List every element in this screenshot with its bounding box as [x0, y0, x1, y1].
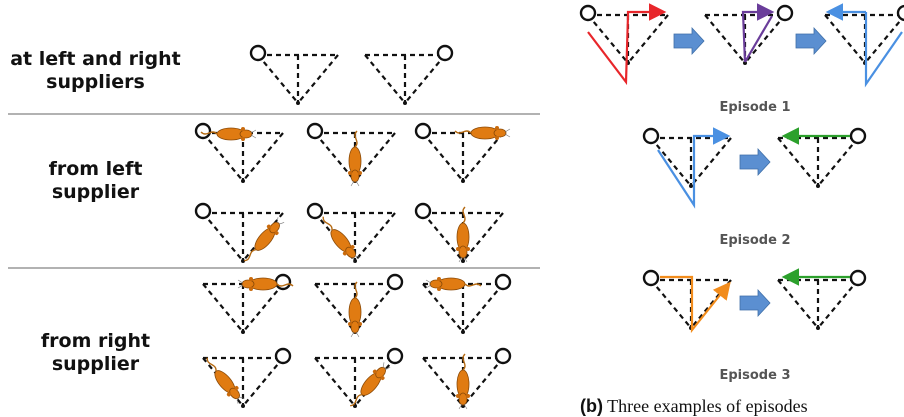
episode1-path-red-top — [626, 3, 667, 21]
row-label-both: at left and right suppliers — [8, 48, 183, 94]
caption-text: Three examples of episodes — [607, 396, 808, 416]
episode-label-3: Episode 3 — [719, 368, 791, 383]
row-label-left-line1: from left — [48, 158, 143, 180]
episode2-block-arrow — [739, 148, 771, 176]
maze-left-5 — [306, 202, 397, 266]
episode1-path-red — [587, 14, 630, 86]
maze-left-2 — [306, 122, 397, 187]
episode2-maze-2 — [776, 127, 867, 190]
row-label-right-line2: supplier — [51, 353, 140, 375]
maze-right-4 — [199, 347, 292, 410]
row-label-right-line1: from right — [40, 330, 151, 352]
maze-left-4 — [194, 202, 288, 268]
row-label-left: from left supplier — [8, 158, 183, 204]
episode1-path-blue — [830, 12, 903, 88]
maze-right-1 — [201, 273, 294, 336]
maze-left-1 — [194, 122, 285, 185]
episode1-block-arrow-2 — [795, 27, 827, 55]
caption-tag: (b) — [580, 396, 603, 416]
row-label-both-line1: at left and right — [10, 48, 181, 70]
maze-right-6 — [421, 347, 512, 410]
episode3-block-arrow — [739, 289, 771, 317]
maze-right-2 — [313, 273, 404, 338]
maze-both-right — [363, 44, 454, 107]
maze-right-3 — [421, 273, 512, 336]
maze-left-6 — [414, 202, 505, 265]
maze-right-5 — [313, 347, 404, 411]
panel-b-caption: (b) Three examples of episodes — [580, 396, 808, 417]
episode2-maze-1 — [642, 127, 733, 190]
episode1-maze-3 — [823, 4, 904, 67]
episode-label-1: Episode 1 — [719, 100, 791, 115]
maze-both-left — [249, 44, 340, 107]
episode2-path-blue — [657, 127, 731, 209]
episode-label-2: Episode 2 — [719, 233, 791, 248]
episode3-path-orange — [660, 275, 731, 334]
episode3-maze-2 — [776, 269, 867, 332]
episode1-path-purple — [741, 12, 772, 63]
row-label-left-line2: supplier — [51, 181, 140, 203]
maze-left-3 — [414, 122, 511, 185]
row-label-right: from right supplier — [8, 330, 183, 376]
episode1-block-arrow-1 — [673, 27, 705, 55]
episode1-maze-1 — [579, 4, 670, 67]
episode3-maze-1 — [642, 269, 733, 332]
row-label-both-line2: suppliers — [46, 71, 145, 93]
